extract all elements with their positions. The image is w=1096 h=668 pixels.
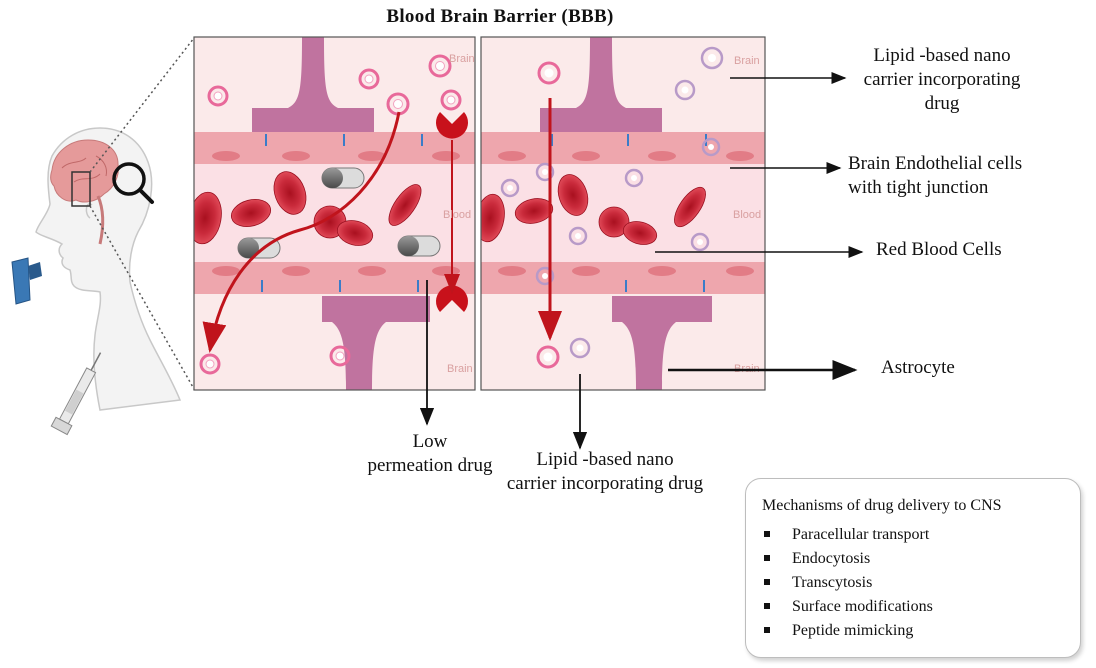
legend-item: Transcytosis (760, 571, 933, 595)
bullet-icon (764, 530, 770, 537)
left-panel: Brain Blood Brain (194, 37, 475, 390)
mechanisms-legend: Mechanisms of drug delivery to CNS Parac… (745, 478, 1081, 658)
zoom-line-top (89, 37, 195, 173)
legend-item: Peptide mimicking (760, 619, 933, 643)
red-blood-cells-right (481, 174, 706, 245)
legend-item: Surface modifications (760, 595, 933, 619)
red-blood-cells-left (194, 171, 422, 246)
diagram-title: Blood Brain Barrier (BBB) (386, 6, 614, 27)
bullet-icon (764, 602, 770, 609)
bullet-icon (764, 554, 770, 561)
brain-label-right-top: Brain (734, 55, 760, 67)
label-astrocyte: Astrocyte (881, 357, 955, 378)
right-panel: Brain Blood Brain (481, 37, 765, 390)
label-red-blood-cells: Red Blood Cells (876, 239, 1002, 260)
inhaler-icon (11, 257, 42, 305)
blood-label-right: Blood (733, 209, 761, 221)
legend-title: Mechanisms of drug delivery to CNS (762, 497, 1002, 514)
zoom-line-bottom (89, 205, 195, 390)
legend-list: Paracellular transport Endocytosis Trans… (760, 523, 933, 643)
magnifier-icon (112, 162, 154, 204)
brain-label-left-top: Brain (449, 53, 475, 65)
label-low-permeation-drug: Low permeation drug (367, 431, 493, 476)
bullet-icon (764, 626, 770, 633)
legend-item: Paracellular transport (760, 523, 933, 547)
label-endothelial-cells: Brain Endothelial cells with tight junct… (848, 153, 1023, 198)
brain-label-left-bottom: Brain (447, 363, 473, 375)
label-nano-carrier-top: Lipid -based nano carrier incorporating … (863, 45, 1021, 114)
head-silhouette-icon (35, 127, 182, 411)
legend-item: Endocytosis (760, 547, 933, 571)
bullet-icon (764, 578, 770, 585)
syringe-icon (50, 352, 102, 436)
label-nano-carrier-bottom: Lipid -based nano carrier incorporating … (506, 449, 704, 494)
blood-label-left: Blood (443, 209, 471, 221)
